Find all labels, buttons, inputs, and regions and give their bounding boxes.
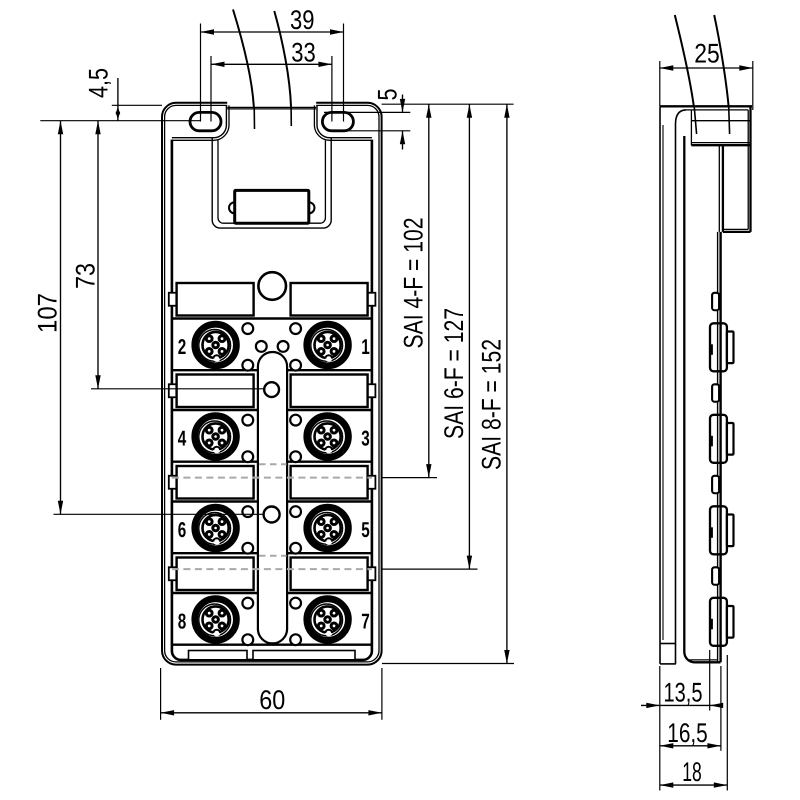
dim-33-label: 33	[291, 37, 316, 67]
port-label-8: 8	[178, 610, 187, 634]
dim-5-label: 5	[373, 89, 403, 101]
port-label-7: 7	[361, 610, 370, 634]
side-housing-outline	[659, 105, 752, 665]
dim-5: 5	[324, 89, 411, 150]
dim-13-5-label: 13,5	[664, 677, 703, 707]
dim-60: 60	[160, 668, 383, 720]
dim-4-5: 4,5	[40, 68, 201, 122]
dim-sai6-label: SAI 6-F = 127	[439, 308, 469, 439]
dim-16-5: 16,5	[659, 666, 722, 751]
dim-4-5-label: 4,5	[84, 68, 114, 98]
dim-33: 33	[210, 37, 333, 122]
variant-cut-lines	[171, 463, 372, 571]
front-view: 2 4 6 8 1 3 5 7	[161, 9, 383, 666]
port-label-6: 6	[178, 518, 187, 542]
cable-side	[673, 14, 731, 135]
side-label-tab-2	[711, 383, 721, 403]
dim-73: 73	[71, 120, 265, 390]
dimensions-side: 25 13,5 16,5 18	[641, 38, 754, 791]
dim-39-label: 39	[290, 5, 315, 35]
port-label-1: 1	[361, 335, 370, 359]
port-label-5: 5	[361, 518, 370, 542]
port-label-3: 3	[361, 427, 370, 451]
dim-25-label: 25	[694, 38, 720, 68]
dim-60-label: 60	[259, 685, 285, 715]
dim-sai-variants: SAI 4-F = 102 SAI 6-F = 127 SAI 8-F = 15…	[381, 103, 514, 665]
dim-73-label: 73	[71, 263, 101, 289]
dim-107-label: 107	[33, 293, 63, 333]
center-slot	[254, 339, 290, 645]
side-label-tab-3	[711, 474, 721, 495]
cable-front	[232, 9, 293, 130]
center-hole-107	[262, 505, 281, 524]
port-numbers: 2 4 6 8 1 3 5 7	[178, 335, 370, 634]
port-label-4: 4	[178, 427, 187, 451]
side-label-tab-4	[711, 566, 721, 586]
dim-107: 107	[33, 120, 264, 515]
dim-sai8-label: SAI 8-F = 152	[476, 339, 506, 470]
bottom-feet	[187, 649, 356, 661]
side-label-tab-1	[711, 291, 721, 312]
center-hole-73	[263, 381, 281, 399]
dim-18-label: 18	[682, 757, 702, 787]
dim-sai4-label: SAI 4-F = 102	[398, 218, 428, 349]
mounting-slot-right	[320, 111, 355, 133]
dim-18: 18	[659, 655, 728, 791]
mounting-slots	[188, 111, 355, 133]
mounting-slot-left	[188, 111, 223, 133]
port-label-2: 2	[178, 335, 187, 359]
terminal-block	[227, 188, 316, 225]
dim-39: 39	[199, 5, 345, 122]
side-view	[659, 14, 752, 665]
dim-13-5: 13,5	[641, 650, 724, 791]
dimensions-front: 39 33 4,5 73	[33, 5, 514, 720]
top-center-hole	[257, 270, 288, 302]
dim-25: 25	[659, 38, 754, 110]
dim-16-5-label: 16,5	[667, 718, 708, 748]
